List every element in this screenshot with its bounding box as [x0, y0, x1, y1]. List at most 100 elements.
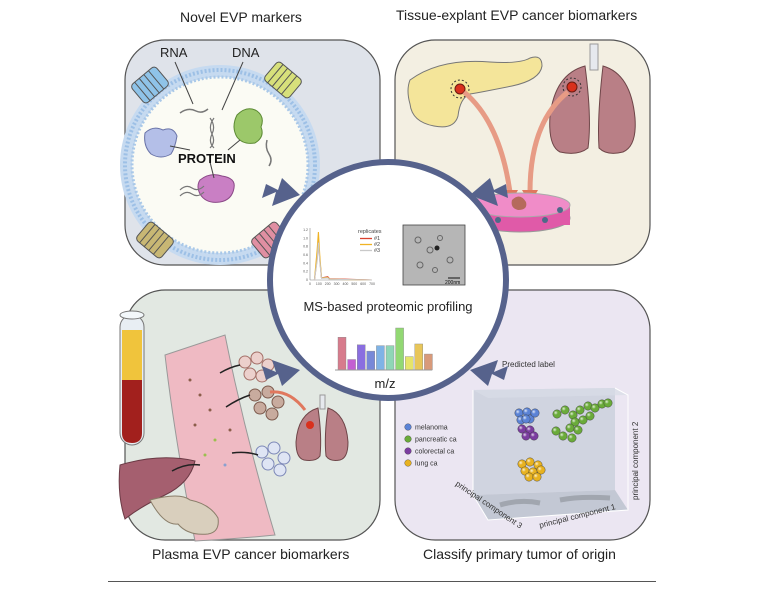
pca-point-highlight — [578, 415, 588, 425]
protein-green — [233, 108, 263, 144]
center-circle — [267, 159, 509, 401]
protein-purple — [197, 174, 235, 203]
membrane-receptor-tan — [136, 221, 174, 259]
mini-xtick-label: 600 — [360, 282, 366, 286]
pca-point-highlight — [590, 403, 600, 413]
liver-illustration — [118, 457, 196, 520]
mini-legend-label: #3 — [374, 248, 380, 254]
dna-helix-2 — [179, 185, 205, 197]
lung-to-vessel-arrow — [269, 390, 307, 411]
label-protein: PROTEIN — [178, 151, 236, 166]
pca-legend: melanoma pancreatic ca colorectal ca lung c… — [404, 423, 457, 468]
pca-legend-swatch — [404, 423, 412, 431]
pca-point-highlight — [551, 426, 561, 436]
pca-point-highlight — [517, 459, 527, 469]
pca-legend-swatch — [404, 435, 412, 443]
mini-xtick-label: 100 — [316, 282, 322, 286]
rna-strand-2 — [265, 139, 272, 167]
pancreas-tumor-icon — [454, 83, 466, 95]
mini-legend-label: #2 — [374, 242, 380, 248]
spectrum-bar — [366, 350, 375, 371]
mini-yticks: 00.20.40.60.81.01.2 — [303, 228, 308, 282]
membrane-receptor-yellow — [264, 61, 302, 99]
dna-helix — [209, 117, 215, 149]
pca-point-highlight — [536, 465, 546, 475]
mini-ytick-label: 0.4 — [303, 261, 308, 265]
pca-point-highlight — [565, 423, 575, 433]
panel-title-plasma-evp: Plasma EVP cancer biomarkers — [152, 546, 350, 562]
pca-point-highlight — [570, 417, 580, 427]
spectrum-bar — [376, 345, 385, 371]
mini-xtick-label: 500 — [351, 282, 357, 286]
membrane-receptor-blue — [131, 66, 169, 104]
plot-heading: Predicted label — [502, 360, 555, 369]
spectrum-bar — [405, 356, 414, 371]
mini-xtick-label: 0 — [309, 282, 311, 286]
spectrum-bar — [347, 359, 356, 371]
mini-ytick-label: 0.6 — [303, 253, 308, 257]
spectrum-bar — [395, 327, 404, 371]
pca-point-highlight — [517, 424, 527, 434]
spectrum-xlabel: m/z — [375, 376, 396, 391]
em-micrograph: 200nm — [402, 224, 466, 286]
dna-leader-line — [221, 61, 244, 111]
pca-legend-swatch — [404, 459, 412, 467]
lungs-illustration — [549, 43, 636, 154]
pca-point-highlight — [521, 431, 531, 441]
panel-title-tissue-explant: Tissue-explant EVP cancer biomarkers — [396, 7, 638, 23]
mini-ytick-label: 0.8 — [303, 245, 308, 249]
pca-point-highlight — [525, 457, 535, 467]
pancreas-illustration — [407, 56, 543, 128]
em-scale-bar-label: 200nm — [445, 280, 460, 286]
pca-point-highlight — [521, 414, 531, 424]
tumor-cell-cluster-pink — [238, 351, 275, 383]
axis-label-pc2: principal component 2 — [631, 421, 640, 500]
release-arrows — [171, 364, 259, 472]
tumor-cell-cluster-brown — [248, 385, 285, 421]
pca-points — [514, 398, 613, 482]
mini-ytick-label: 1.0 — [303, 236, 308, 240]
protein-blue — [144, 127, 178, 158]
pca-point-highlight — [603, 398, 613, 408]
pca-point-highlight — [558, 431, 568, 441]
label-rna: RNA — [160, 45, 188, 60]
arrow-lung-to-dish — [527, 90, 570, 193]
pca-point-highlight — [522, 407, 532, 417]
pca-point-highlight — [524, 472, 534, 482]
pca-3d-box — [472, 387, 629, 521]
small-lungs-illustration — [295, 394, 349, 461]
mini-legend-label: #1 — [374, 236, 380, 242]
protein-leader-line-2 — [227, 139, 241, 151]
mini-xtick-label: 400 — [343, 282, 349, 286]
pca-point-highlight — [585, 411, 595, 421]
rna-strand — [179, 108, 209, 114]
pca-point-highlight — [573, 425, 583, 435]
mini-ytick-label: 0.2 — [303, 270, 308, 274]
panel-title-novel-evp-markers: Novel EVP markers — [180, 9, 302, 25]
bone-illustration — [149, 495, 219, 535]
mini-series-line — [313, 242, 373, 281]
arrow-pancreas-to-dish — [462, 90, 513, 193]
plasma-particles — [188, 378, 232, 467]
label-dna: DNA — [232, 45, 260, 60]
cell-cluster-blue — [255, 441, 291, 477]
pca-legend-label: colorectal ca — [415, 449, 454, 456]
connector-arrows — [262, 178, 508, 386]
panel-title-classify-tumor: Classify primary tumor of origin — [423, 546, 616, 562]
pca-point-highlight — [568, 410, 578, 420]
spectrum-bar — [337, 337, 347, 371]
bottom-divider-line — [108, 581, 656, 582]
pca-legend-label: pancreatic ca — [415, 437, 457, 444]
pca-legend-label: melanoma — [415, 425, 448, 432]
spectrum-bar — [357, 344, 366, 371]
spectrum-bar — [424, 353, 433, 371]
pca-point-highlight — [560, 405, 570, 415]
pca-point-highlight — [552, 409, 562, 419]
pca-point-highlight — [583, 401, 593, 411]
protein-leader-line-3 — [209, 161, 215, 179]
lung-tumor-icon — [566, 81, 578, 93]
pca-legend-label: lung ca — [415, 461, 438, 468]
pca-point-highlight — [575, 405, 585, 415]
